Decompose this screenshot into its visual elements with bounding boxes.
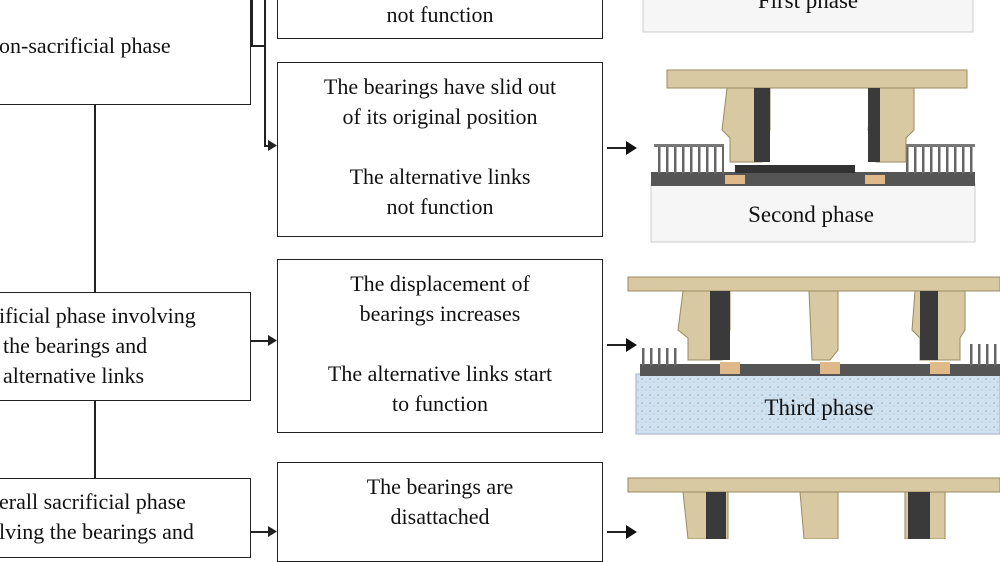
- connector-line: [264, 0, 266, 146]
- arrow-icon: [268, 140, 277, 151]
- left-box-nonsacrificial: on-sacrificial phase: [0, 0, 251, 105]
- arrow-icon: [626, 338, 637, 352]
- third-phase-label: Third phase: [764, 395, 873, 420]
- mid-box-text: The alternative links start: [327, 361, 553, 386]
- fourth-phase-image: [627, 477, 1000, 539]
- connector-line: [607, 531, 631, 533]
- connector-line: [251, 45, 265, 47]
- connector-line: [251, 340, 271, 342]
- arrow-icon: [626, 525, 637, 539]
- connector-line: [94, 401, 96, 478]
- first-phase-label: First phase: [758, 0, 858, 13]
- first-phase-image: First phase: [642, 0, 974, 33]
- mid-box-text: The bearings have slid out: [323, 74, 557, 99]
- connector-line: [607, 147, 631, 149]
- connector-line: [251, 0, 253, 45]
- mid-box-text: not function: [386, 194, 494, 219]
- mid-box-text: The alternative links: [349, 164, 531, 189]
- second-phase-image: Second phase: [650, 69, 976, 243]
- mid-box-text: The displacement of: [350, 271, 530, 296]
- connector-line: [607, 344, 631, 346]
- arrow-icon: [268, 335, 277, 346]
- mid-box-phase1: not function: [277, 0, 603, 39]
- mid-box-phase3: The displacement of bearings increases T…: [277, 259, 603, 433]
- arrow-icon: [626, 141, 637, 155]
- mid-box-text: of its original position: [342, 104, 538, 129]
- left-box-text: the bearings and: [3, 333, 148, 358]
- mid-box-phase2: The bearings have slid out of its origin…: [277, 62, 603, 237]
- left-box-text: erall sacrificial phase: [0, 489, 186, 514]
- bridge-illustrations: First phase Second phase Third phase: [627, 0, 1000, 539]
- connector-line: [251, 531, 271, 533]
- left-box-sacrificial: ificial phase involving the bearings and…: [0, 292, 251, 401]
- arrow-icon: [268, 526, 277, 537]
- second-phase-label: Second phase: [748, 202, 874, 227]
- connector-line: [94, 105, 96, 292]
- mid-box-text: not function: [386, 2, 494, 27]
- left-box-text: ificial phase involving: [0, 303, 196, 328]
- mid-box-text: to function: [392, 391, 488, 416]
- mid-box-text: The bearings are: [366, 474, 514, 499]
- mid-box-text: bearings increases: [359, 301, 521, 326]
- third-phase-image: Third phase: [627, 276, 1000, 435]
- mid-box-text: disattached: [390, 504, 490, 529]
- left-box-text: alternative links: [3, 363, 145, 388]
- left-box-text: on-sacrificial phase: [0, 33, 171, 58]
